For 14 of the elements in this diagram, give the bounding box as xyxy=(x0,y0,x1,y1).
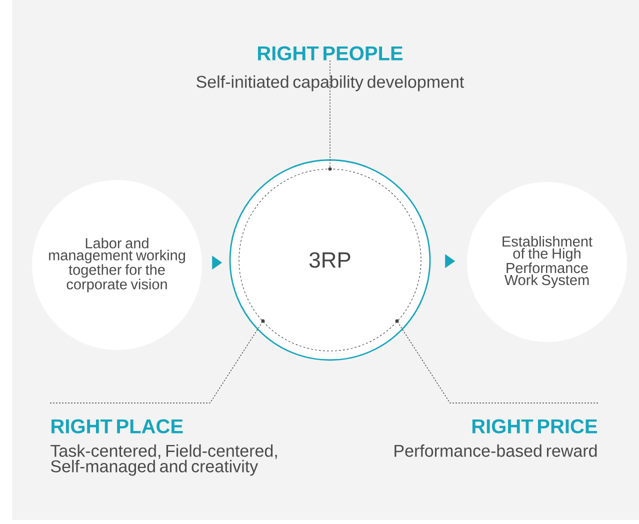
section-heading: RIGHT PLACE xyxy=(52,419,183,434)
section-description: Self-initiated capability development xyxy=(196,75,464,92)
leader-line xyxy=(396,320,598,404)
center-label: 3RP xyxy=(309,252,350,268)
center-circle xyxy=(229,159,431,361)
triangle-arrow xyxy=(212,256,222,270)
section-heading: RIGHT PRICE xyxy=(472,419,597,434)
section-description: Performance-based reward xyxy=(394,444,597,457)
section-description: Task-centered, Field-centered, Self-managed and creativity xyxy=(50,444,277,476)
circle-text: Labor and management working together for the corporate vision xyxy=(49,238,185,292)
triangle-arrow xyxy=(445,254,456,268)
section-heading: RIGHT PEOPLE xyxy=(258,46,403,60)
circle-text: Establishment of the High Performance Work System xyxy=(502,236,592,288)
leader-line xyxy=(50,320,264,404)
